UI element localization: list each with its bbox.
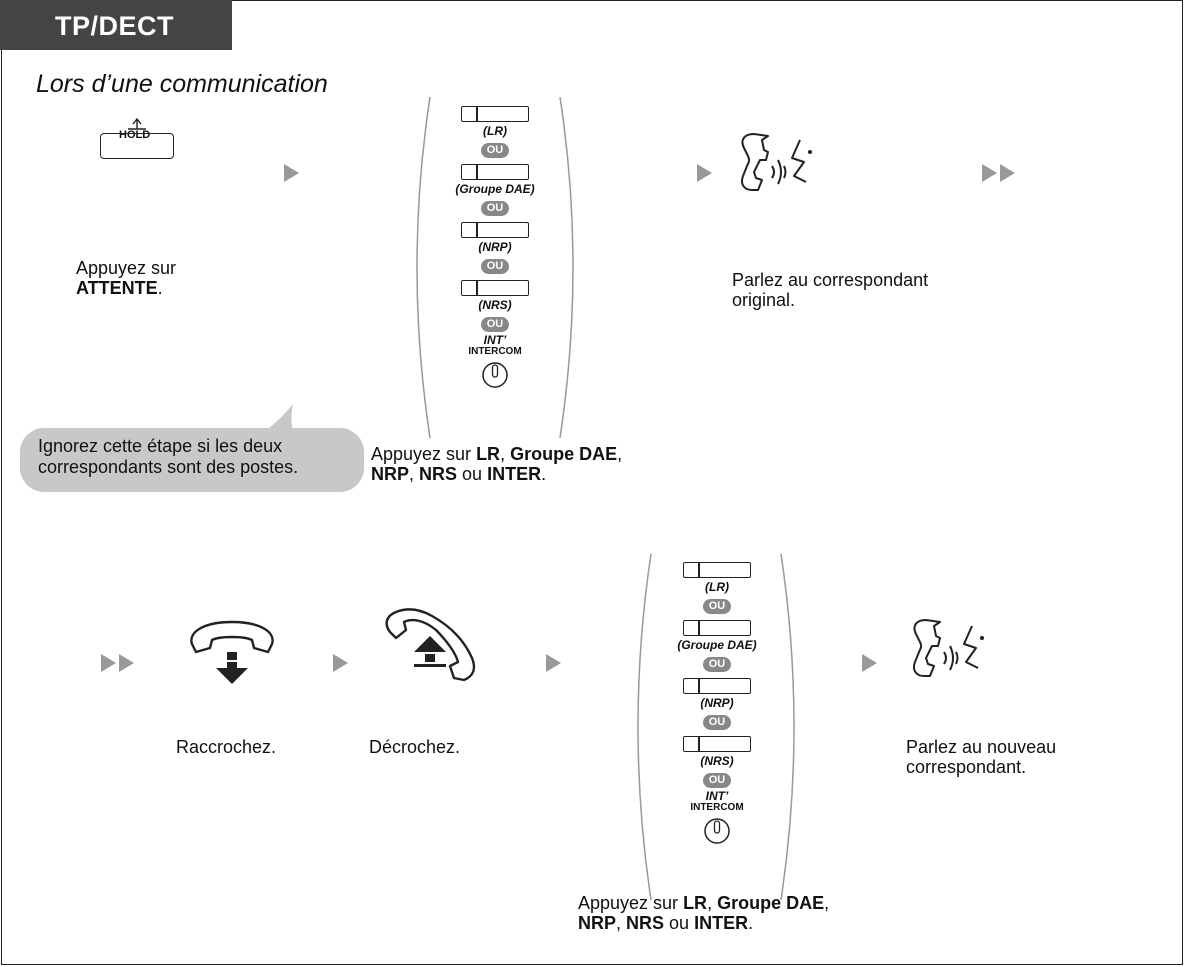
continue-arrow (982, 164, 1020, 182)
key-stack-2: (LR) OU (Groupe DAE) OU (NRP) OU (NRS) O… (647, 562, 787, 845)
key-label-lr: (LR) (483, 124, 507, 138)
intercom-label: INTERCOM (468, 346, 522, 357)
off-hook-text: Décrochez. (369, 737, 461, 757)
intercom-dial-icon (482, 362, 508, 388)
key-label-groupe-dae: (Groupe DAE) (677, 638, 757, 652)
header-tab: TP/DECT (0, 0, 232, 50)
line-key-icon (461, 280, 529, 296)
line-key-icon (683, 736, 751, 752)
or-badge: OU (703, 715, 731, 730)
intercom-label: INTERCOM (690, 802, 744, 813)
step-arrow (862, 654, 877, 672)
line-key-icon (461, 106, 529, 122)
line-key-icon (461, 222, 529, 238)
or-badge: OU (481, 201, 509, 216)
step-row2-key-text: Appuyez sur LR, Groupe DAE, NRP, NRS ou … (578, 893, 830, 933)
key-label-nrs: (NRS) (700, 754, 734, 768)
continue-arrow (101, 654, 139, 672)
tip-bubble (20, 428, 364, 492)
step1-text: Appuyez sur ATTENTE. (76, 258, 177, 298)
intercom-dial-icon (704, 818, 730, 844)
step3-text: Parlez au correspondant original. (732, 270, 929, 310)
selection-bracket (637, 553, 795, 901)
step-arrow (284, 164, 299, 182)
line-key-icon (683, 562, 751, 578)
step-arrow (333, 654, 348, 672)
key-label-lr: (LR) (705, 580, 729, 594)
off-hook-icon (385, 608, 476, 682)
or-badge: OU (703, 599, 731, 614)
talk-handset-icon (913, 619, 984, 677)
talk-new-text: Parlez au nouveau correspondant. (906, 737, 1057, 777)
step-arrow (697, 164, 712, 182)
int-label: INT’ (483, 333, 507, 347)
hold-button-icon (100, 133, 174, 159)
key-label-nrp: (NRP) (478, 240, 512, 254)
or-badge: OU (703, 657, 731, 672)
talk-handset-icon (741, 133, 812, 191)
or-badge: OU (481, 259, 509, 274)
hang-up-icon (190, 620, 274, 684)
line-key-icon (683, 620, 751, 636)
or-badge: OU (481, 317, 509, 332)
or-badge: OU (481, 143, 509, 158)
or-badge: OU (703, 773, 731, 788)
key-label-nrp: (NRP) (700, 696, 734, 710)
selection-bracket (416, 96, 574, 439)
hold-arrow-icon (128, 118, 146, 130)
int-label: INT’ (705, 789, 729, 803)
tip-text: Ignorez cette étape si les deux correspo… (38, 436, 299, 477)
key-label-nrs: (NRS) (478, 298, 512, 312)
subtitle: Lors d’une communication (36, 70, 328, 98)
step-arrow (546, 654, 561, 672)
hang-up-text: Raccrochez. (176, 737, 277, 757)
step2-text: Appuyez sur LR, Groupe DAE, NRP, NRS ou … (371, 444, 623, 484)
key-stack-1: (LR) OU (Groupe DAE) OU (NRP) OU (NRS) O… (425, 106, 565, 389)
line-key-icon (683, 678, 751, 694)
hold-label: HOLD (119, 118, 150, 141)
key-label-groupe-dae: (Groupe DAE) (455, 182, 535, 196)
line-key-icon (461, 164, 529, 180)
